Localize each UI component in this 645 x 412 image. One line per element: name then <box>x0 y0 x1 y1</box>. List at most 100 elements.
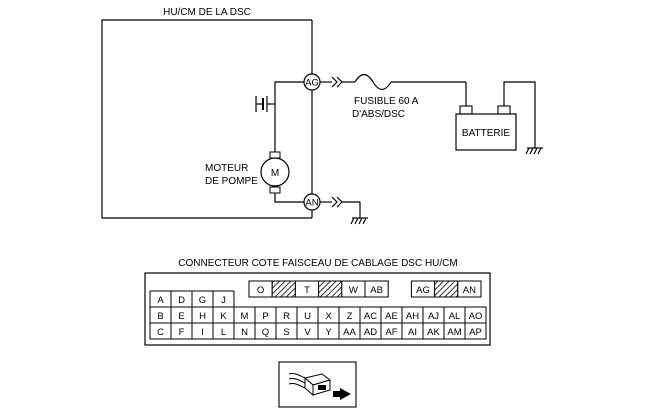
connector-pin-M: M <box>233 306 256 324</box>
connector-pin-I: I <box>191 322 214 340</box>
connector-pin-label: X <box>325 311 332 322</box>
battery <box>455 81 543 155</box>
connector-pin-label: AC <box>364 311 377 322</box>
connector-pin-label: AO <box>469 311 483 322</box>
connector-pin-label: AL <box>449 311 461 322</box>
connector-pin-label: E <box>178 311 184 322</box>
connector-pin-D: D <box>170 290 193 308</box>
connector-pin-label: K <box>220 311 227 322</box>
connector-pin-label: N <box>241 327 248 338</box>
connector-pin-AJ: AJ <box>422 306 445 324</box>
power-wire <box>320 73 467 108</box>
connector-pin-T: T <box>294 280 320 298</box>
motor-label-line1: MOTEUR <box>205 163 248 174</box>
connector-pin-label: D <box>178 295 185 306</box>
fuse-label-line1: FUSIBLE 60 A <box>354 96 419 107</box>
motor-label-line2: DE POMPE <box>205 176 258 187</box>
terminal-ag: AG <box>303 73 321 91</box>
connector-pin-R: R <box>275 306 298 324</box>
connector-pin-label: B <box>157 311 163 322</box>
connector-pin-X: X <box>317 306 340 324</box>
connector-pin-label: U <box>304 311 311 322</box>
pump-motor <box>260 151 290 194</box>
connector-blocked-cavity <box>271 280 296 298</box>
connector-pin-label: AG <box>416 285 430 296</box>
connector-pin-AF: AF <box>380 322 403 340</box>
connector-pin-label: Z <box>347 311 353 322</box>
module-box <box>101 19 313 219</box>
connector-blocked-cavity <box>434 280 459 298</box>
connector-view-icon <box>278 361 357 408</box>
connector-pin-E: E <box>170 306 193 324</box>
terminal-an: AN <box>303 193 321 211</box>
connector-pin-label: J <box>221 295 226 306</box>
connector-pin-AK: AK <box>422 322 445 340</box>
connector-pin-F: F <box>170 322 193 340</box>
connector-pin-AM: AM <box>443 322 466 340</box>
connector-pin-label: AP <box>469 327 482 338</box>
connector-pin-H: H <box>191 306 214 324</box>
connector-pin-label: P <box>262 311 268 322</box>
connector-pin-B: B <box>149 306 172 324</box>
connector-pin-label: S <box>283 327 289 338</box>
connector-pin-label: C <box>157 327 164 338</box>
connector-pin-label: AF <box>385 327 397 338</box>
connector-pin-AI: AI <box>401 322 424 340</box>
connector-pin-U: U <box>296 306 319 324</box>
connector-pin-AE: AE <box>380 306 403 324</box>
connector-pin-AB: AB <box>364 280 389 298</box>
connector-pin-V: V <box>296 322 319 340</box>
connector-pin-AL: AL <box>443 306 466 324</box>
connector-pin-Y: Y <box>317 322 340 340</box>
terminal-an-label: AN <box>305 198 318 209</box>
connector-pin-label: A <box>157 295 164 306</box>
connector-pin-label: V <box>304 327 311 338</box>
connector-pin-label: W <box>349 285 358 296</box>
connector-pin-label: T <box>304 285 310 296</box>
connector-pin-label: L <box>221 327 226 338</box>
connector-pin-AA: AA <box>338 322 361 340</box>
connector-pin-label: I <box>201 327 204 338</box>
connector-pin-AN: AN <box>457 280 482 298</box>
connector-pin-label: O <box>257 285 264 296</box>
connector-blocked-cavity <box>318 280 343 298</box>
connector-pin-label: AB <box>370 285 383 296</box>
connector-pin-label: R <box>283 311 290 322</box>
fuse-label-line2: D'ABS/DSC <box>352 109 405 120</box>
connector-pin-O: O <box>248 280 273 298</box>
connector-pin-G: G <box>191 290 214 308</box>
connector-pin-N: N <box>233 322 256 340</box>
motor-symbol: M <box>271 168 279 179</box>
capacitor-symbol <box>255 96 275 112</box>
connector-pin-label: AJ <box>428 311 439 322</box>
connector-pin-label: AD <box>364 327 377 338</box>
connector-pin-label: G <box>199 295 206 306</box>
connector-pin-C: C <box>149 322 172 340</box>
connector-pin-label: AI <box>408 327 417 338</box>
connector-pin-AH: AH <box>401 306 424 324</box>
connector-pin-label: AM <box>447 327 461 338</box>
connector-pin-label: AH <box>406 311 419 322</box>
connector-pin-AC: AC <box>359 306 382 324</box>
connector-title: CONNECTEUR COTE FAISCEAU DE CABLAGE DSC … <box>178 258 457 269</box>
connector-pin-L: L <box>212 322 235 340</box>
connector-pin-label: F <box>179 327 185 338</box>
connector-pin-label: Y <box>325 327 332 338</box>
connector-pin-AP: AP <box>464 322 487 340</box>
connector-pin-AO: AO <box>464 306 487 324</box>
connector-pin-label: AK <box>427 327 440 338</box>
connector-pin-S: S <box>275 322 298 340</box>
battery-ground-icon <box>525 147 543 155</box>
ground-wire <box>320 196 361 218</box>
module-title: HU/CM DE LA DSC <box>163 7 251 18</box>
connector-pin-J: J <box>212 290 235 308</box>
connector-pin-P: P <box>254 306 277 324</box>
connector-pin-label: H <box>199 311 206 322</box>
connector-pin-K: K <box>212 306 235 324</box>
connector-pin-A: A <box>149 290 172 308</box>
connector-pin-label: Q <box>262 327 269 338</box>
